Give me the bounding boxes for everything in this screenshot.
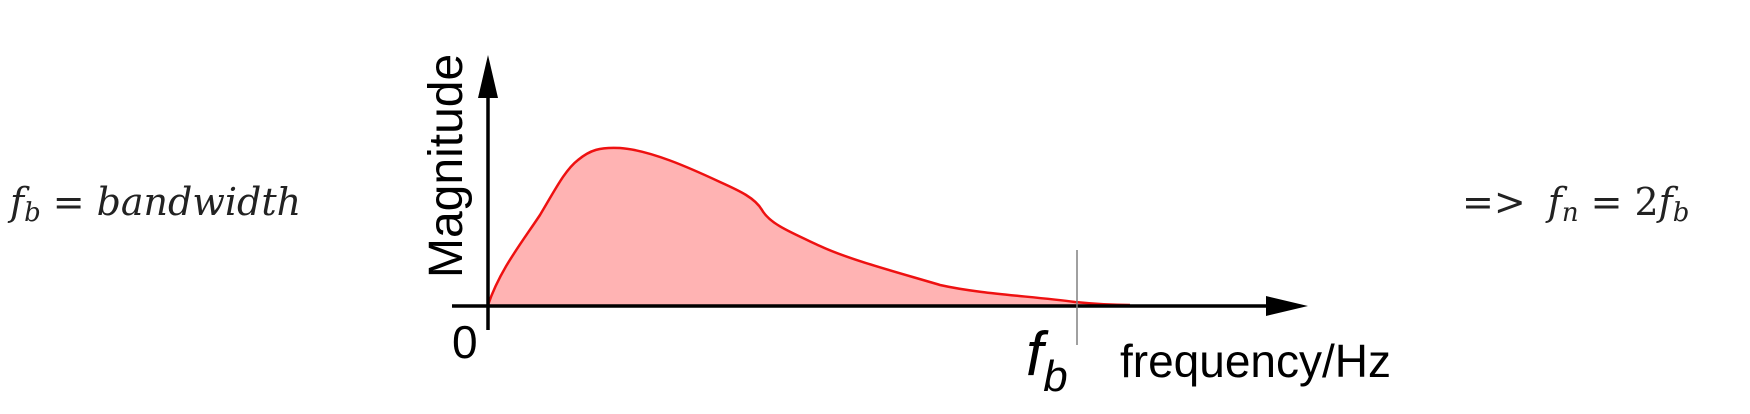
coefficient: 2: [1634, 180, 1659, 224]
bandwidth-definition: fb =bandwidth: [10, 180, 301, 228]
nyquist-symbol: f: [1547, 180, 1562, 224]
y-axis-arrowhead: [478, 55, 498, 98]
x-axis-arrowhead: [1266, 296, 1308, 316]
origin-label: 0: [452, 316, 478, 368]
bandwidth-subscript: b: [24, 198, 41, 228]
bandwidth-symbol: f: [10, 180, 25, 224]
equals-sign: =: [52, 180, 85, 224]
spectrum-curve: [486, 146, 1131, 307]
equals-sign-right: =: [1590, 180, 1623, 224]
implies-arrow: =>: [1462, 180, 1526, 224]
marker-symbol: fb: [1026, 320, 1068, 401]
y-axis-label: Magnitude: [420, 54, 473, 278]
nyquist-equation: => fn=2fb: [1462, 180, 1689, 228]
bandwidth-word: bandwidth: [96, 180, 302, 224]
nyquist-subscript: n: [1561, 198, 1579, 228]
rhs-subscript: b: [1672, 198, 1690, 228]
rhs-symbol: f: [1658, 180, 1673, 224]
x-axis-label: frequency/Hz: [1120, 335, 1391, 387]
spectrum-fill: [488, 147, 1130, 305]
